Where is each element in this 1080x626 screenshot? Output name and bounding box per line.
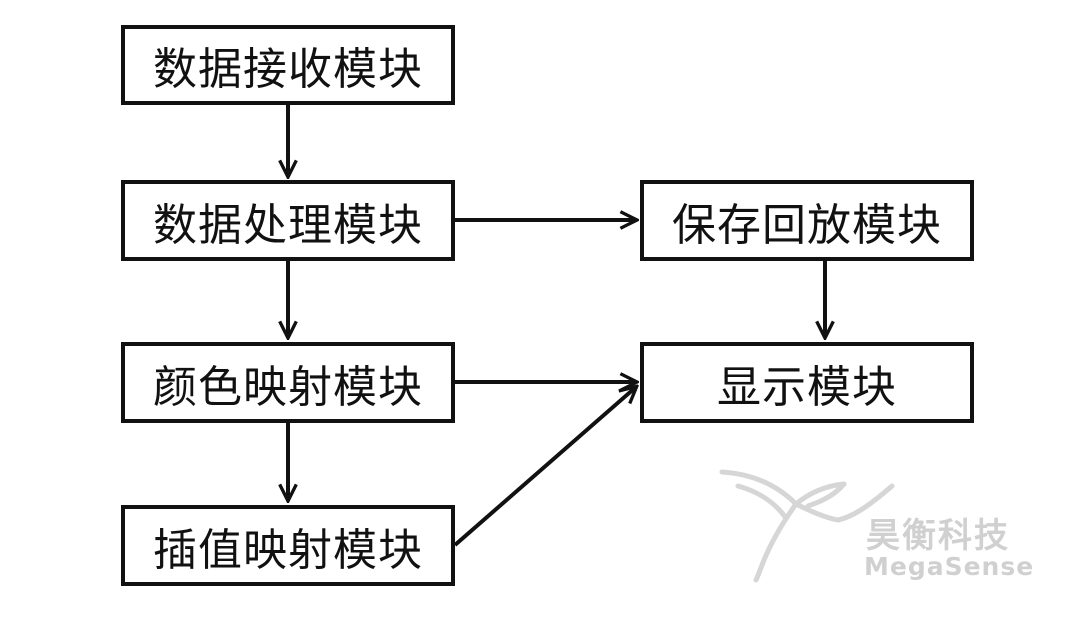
display-module: 显示模块 xyxy=(640,342,974,423)
brand-watermark: 昊衡科技 MegaSense xyxy=(716,456,1036,596)
save-play-module: 保存回放模块 xyxy=(640,180,974,261)
data-process-module: 数据处理模块 xyxy=(121,180,455,261)
color-map-module: 颜色映射模块 xyxy=(121,342,455,423)
data-receive-module: 数据接收模块 xyxy=(121,25,455,105)
interp-map-module: 插值映射模块 xyxy=(121,505,455,586)
display-module-label: 显示模块 xyxy=(717,361,897,413)
data-receive-module-label: 数据接收模块 xyxy=(153,44,423,95)
hummingbird-logo-icon xyxy=(719,469,895,583)
watermark-brand-en: MegaSense xyxy=(864,552,1035,581)
save-play-module-label: 保存回放模块 xyxy=(672,199,942,251)
color-map-module-label: 颜色映射模块 xyxy=(153,361,423,413)
data-process-module-label: 数据处理模块 xyxy=(153,199,423,251)
arrow-interp-to-display xyxy=(453,387,636,547)
interp-map-module-label: 插值映射模块 xyxy=(153,524,423,576)
watermark-brand-cn: 昊衡科技 xyxy=(866,516,1010,556)
